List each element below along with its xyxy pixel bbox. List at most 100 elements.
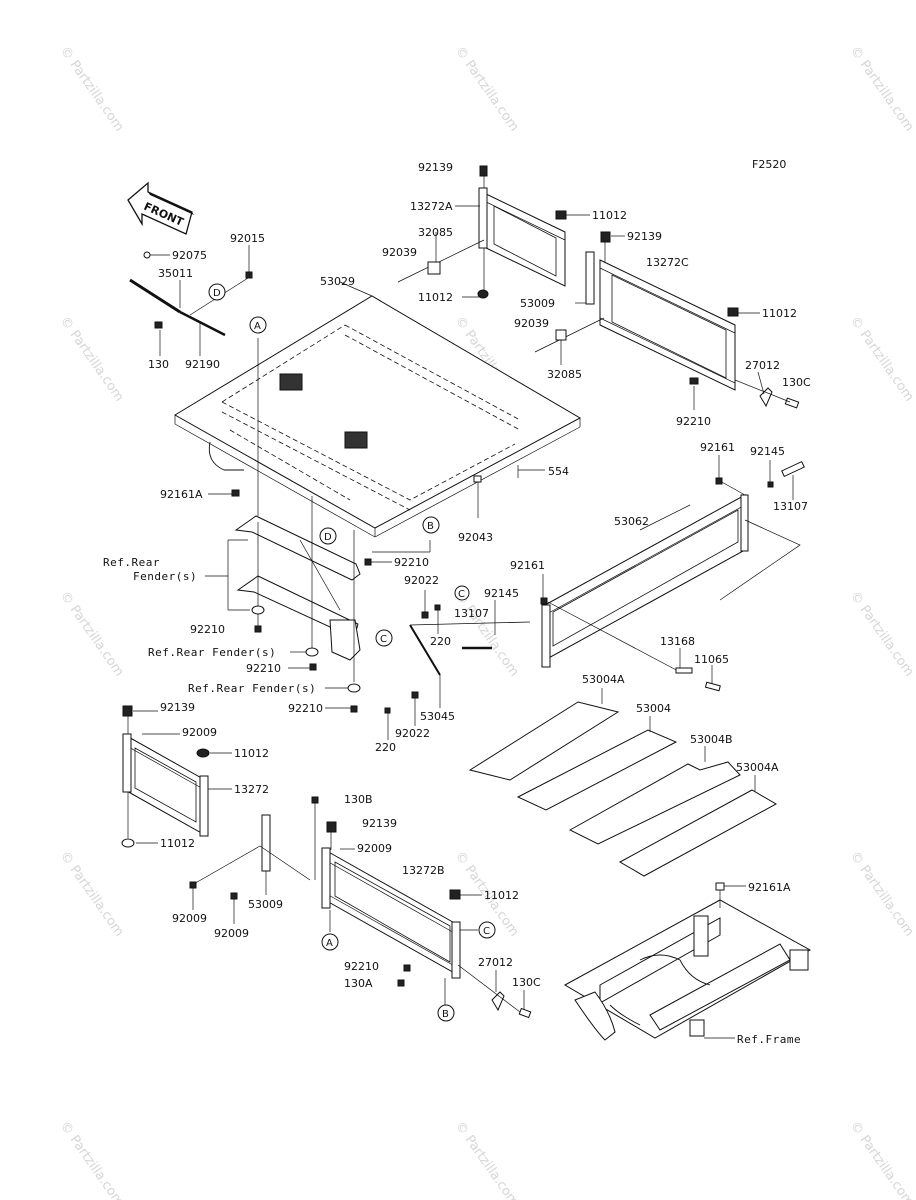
svg-text:C: C — [380, 634, 387, 645]
watermark: © Partzilla.com — [57, 589, 127, 680]
svg-text:D: D — [324, 532, 332, 543]
part-number: 53062 — [614, 515, 649, 528]
part-number: 53004 — [636, 702, 671, 715]
part-number: 13272 — [234, 783, 269, 796]
part-number: 53004B — [690, 733, 733, 746]
bolt-icon — [600, 231, 611, 243]
part-number: 92022 — [395, 727, 430, 740]
svg-text:A: A — [254, 321, 261, 332]
watermark: © Partzilla.com — [57, 849, 127, 940]
part-number: 13107 — [773, 500, 808, 513]
watermark: © Partzilla.com — [847, 314, 916, 405]
part-number: 53009 — [248, 898, 283, 911]
watermark: © Partzilla.com — [452, 44, 522, 135]
bolt-icon — [122, 705, 133, 717]
watermark: © Partzilla.com — [57, 44, 127, 135]
watermark: © Partzilla.com — [847, 589, 916, 680]
part-number: 92009 — [214, 927, 249, 940]
part-number: 130B — [344, 793, 373, 806]
part-number: 35011 — [158, 267, 193, 280]
part-number: 92161A — [160, 488, 203, 501]
part-number: 92161 — [510, 559, 545, 572]
part-number: 130 — [148, 358, 169, 371]
ref-label: Ref.Rear — [103, 556, 160, 569]
part-number: 27012 — [478, 956, 513, 969]
callout-d: D — [319, 527, 337, 545]
part-number: 92210 — [676, 415, 711, 428]
part-number: 53004A — [736, 761, 779, 774]
cap-icon — [727, 307, 739, 317]
svg-text:C: C — [483, 926, 490, 937]
part-number: 32085 — [418, 226, 453, 239]
part-number: 11012 — [484, 889, 519, 902]
svg-text:B: B — [427, 521, 434, 532]
part-number: 92009 — [172, 912, 207, 925]
part-number: 92190 — [185, 358, 220, 371]
part-number: 220 — [375, 741, 396, 754]
gate-13272b — [311, 796, 461, 987]
front-arrow-icon: FRONT — [127, 181, 194, 235]
watermark: © Partzilla.com — [57, 1119, 127, 1200]
part-number: 554 — [548, 465, 569, 478]
ref-labels: Ref.Rear Fender(s) Ref.Rear Fender(s) Re… — [103, 556, 801, 1046]
part-number: 92210 — [246, 662, 281, 675]
part-number: 53045 — [420, 710, 455, 723]
part-number: 92210 — [288, 702, 323, 715]
part-number: 53004A — [582, 673, 625, 686]
callout-c: C — [478, 921, 496, 939]
svg-text:D: D — [213, 288, 221, 299]
callout-a: A — [321, 933, 339, 951]
hook-27012-top — [757, 371, 773, 408]
part-number: 13168 — [660, 635, 695, 648]
part-number: 11012 — [160, 837, 195, 850]
part-number: 92139 — [362, 817, 397, 830]
part-number: 11012 — [234, 747, 269, 760]
callout-b: B — [437, 1004, 455, 1022]
cap-icon — [477, 289, 489, 299]
hinge-53009-top — [575, 251, 595, 305]
part-number: 92075 — [172, 249, 207, 262]
frame — [563, 882, 812, 1041]
part-number: 130A — [344, 977, 373, 990]
callout-d: D — [208, 283, 226, 301]
part-number: 13272C — [646, 256, 689, 269]
callout-c: C — [454, 585, 470, 601]
rod-35011 — [129, 251, 253, 337]
gate-13272c — [599, 231, 739, 391]
watermark: © Partzilla.com — [847, 849, 916, 940]
part-number: 11012 — [762, 307, 797, 320]
callout-c: C — [375, 629, 393, 647]
gate-13272 — [121, 705, 210, 848]
part-number: 92145 — [484, 587, 519, 600]
part-number: 92139 — [627, 230, 662, 243]
part-number: 53009 — [520, 297, 555, 310]
part-number: 92022 — [404, 574, 439, 587]
cap-icon — [449, 889, 461, 900]
part-number: 13272A — [410, 200, 453, 213]
callouts: A A B B C C C D D — [208, 283, 496, 1022]
bolt-icon — [326, 821, 337, 833]
figure-code: F2520 — [752, 158, 786, 171]
callout-a: A — [249, 316, 267, 334]
watermark: © Partzilla.com — [452, 1119, 522, 1200]
part-number: 11012 — [418, 291, 453, 304]
watermark: © Partzilla.com — [452, 589, 522, 680]
part-number: 130C — [512, 976, 541, 989]
callout-b: B — [422, 516, 440, 534]
part-number: 92043 — [458, 531, 493, 544]
part-number: 92210 — [190, 623, 225, 636]
ref-label: Ref.Frame — [737, 1033, 801, 1046]
part-number: 92161 — [700, 441, 735, 454]
part-number: 92210 — [344, 960, 379, 973]
part-number: 53029 — [320, 275, 355, 288]
cap-icon — [196, 748, 210, 758]
part-number: 11012 — [592, 209, 627, 222]
bolt-icon — [479, 165, 488, 177]
part-number: 220 — [430, 635, 451, 648]
ref-label: Fender(s) — [133, 570, 197, 583]
part-number: 92210 — [394, 556, 429, 569]
part-number: 92009 — [182, 726, 217, 739]
part-number: 27012 — [745, 359, 780, 372]
ref-label: Ref.Rear Fender(s) — [148, 646, 276, 659]
part-number: 92161A — [748, 881, 791, 894]
